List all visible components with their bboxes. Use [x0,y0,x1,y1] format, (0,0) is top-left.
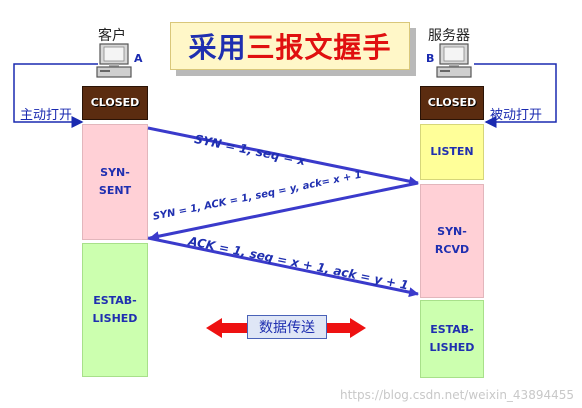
server-state-listen: LISTEN [420,124,484,180]
client-state-established: ESTAB- LISHED [82,243,148,377]
diagram-title: 采用三报文握手 [170,22,410,70]
title-part2: 三报文握手 [246,31,392,64]
server-letter: B [426,52,435,65]
client-label: 客户 [98,28,126,44]
watermark: https://blog.csdn.net/weixin_43894455 [339,388,574,402]
syn-arrow [147,126,419,187]
client-open-label: 主动打开 [20,108,73,123]
client-letter: A [134,52,143,65]
ack-arrow [147,236,419,298]
client-state-closed: CLOSED [82,86,148,120]
server-open-label: 被动打开 [490,108,543,123]
server-label: 服务器 [428,28,470,44]
title-part1: 采用 [188,31,247,64]
client-open-line [13,63,98,128]
server-open-line [474,63,557,128]
data-transfer-label: 数据传送 [247,315,327,339]
server-state-closed: CLOSED [420,86,484,120]
server-state-syn-rcvd: SYN- RCVD [420,184,484,298]
server-state-established: ESTAB- LISHED [420,300,484,378]
server-computer-icon [436,43,472,78]
client-computer-icon [96,43,132,78]
syn-ack-arrow [149,181,419,242]
client-state-syn-sent: SYN- SENT [82,124,148,240]
